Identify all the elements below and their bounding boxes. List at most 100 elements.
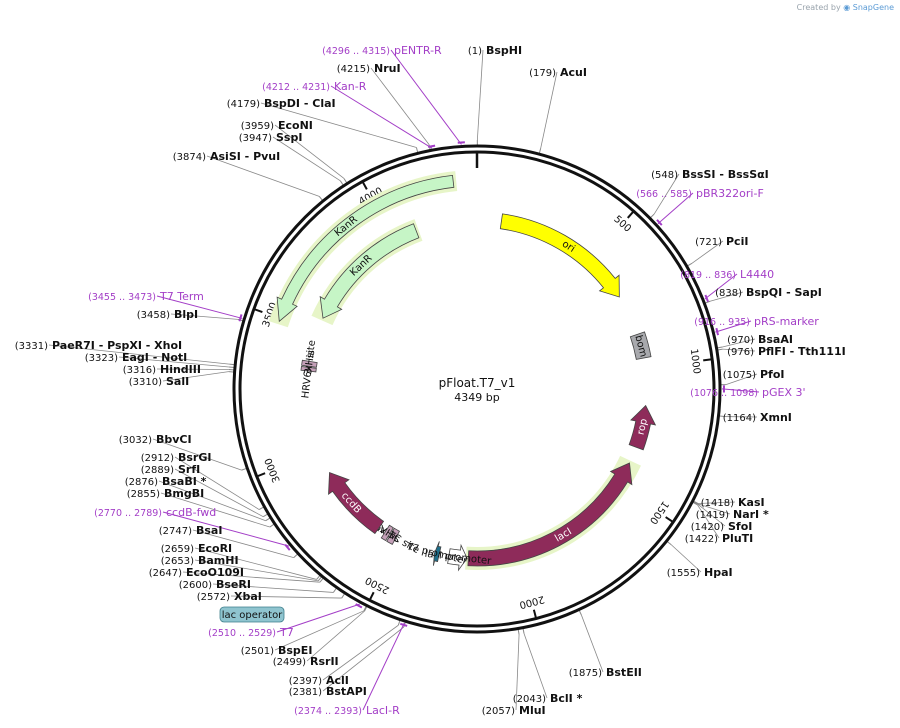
tick-label: 1000 bbox=[688, 348, 702, 375]
primer-binding-mark bbox=[715, 327, 720, 336]
site-name: MluI bbox=[519, 704, 546, 717]
primer-leader bbox=[657, 192, 694, 225]
restriction-site-srfi: (2889)SrfI bbox=[141, 463, 201, 476]
restriction-site-sspi: (3947)SspI bbox=[239, 131, 303, 144]
site-position: (1555) bbox=[667, 568, 700, 579]
restriction-site-hindiii: (3316)HindIII bbox=[123, 363, 201, 376]
restriction-site-bsssi: (548)BssSI - BssSαI bbox=[651, 168, 769, 181]
tick-mark bbox=[703, 358, 713, 362]
leader-line bbox=[581, 614, 604, 673]
leader-line bbox=[152, 438, 242, 471]
site-position: (838) bbox=[715, 288, 742, 299]
site-position: (1164) bbox=[723, 413, 756, 424]
site-name: HindIII bbox=[160, 363, 201, 376]
restriction-site-pfoi: (1075)PfoI bbox=[723, 368, 785, 381]
restriction-site-mlui: (2057)MluI bbox=[482, 704, 546, 717]
tick-mark bbox=[665, 516, 674, 523]
site-position: (1875) bbox=[569, 668, 602, 679]
leader-line bbox=[697, 503, 726, 527]
backbone-outer-strand bbox=[232, 144, 722, 634]
site-position: (4215) bbox=[337, 64, 370, 75]
site-position: (3959) bbox=[241, 121, 274, 132]
restriction-site-hpai: (1555)HpaI bbox=[667, 566, 733, 579]
restriction-site-bamhi: (2653)BamHI bbox=[161, 554, 239, 567]
tick-label: 1500 bbox=[647, 499, 670, 526]
restriction-site-bsteii: (1875)BstEII bbox=[569, 666, 642, 679]
feature-label: rop bbox=[636, 418, 650, 436]
site-name: PfoI bbox=[760, 368, 785, 381]
site-name: AcuI bbox=[560, 66, 587, 79]
primer-leader bbox=[162, 511, 290, 547]
site-name: XmnI bbox=[760, 411, 792, 424]
feature-label: 6xHis bbox=[302, 349, 317, 378]
site-position: (2381) bbox=[289, 687, 322, 698]
site-position: (4179) bbox=[227, 99, 260, 110]
center-title: pFloat.T7_v1 4349 bp bbox=[439, 376, 516, 404]
leader-line bbox=[709, 291, 744, 302]
feature-arrow bbox=[629, 331, 652, 360]
site-name: BlpI bbox=[174, 308, 198, 321]
credit-brand: SnapGene bbox=[852, 3, 894, 12]
site-name: SalI bbox=[166, 375, 189, 388]
primer-binding-mark bbox=[238, 314, 243, 322]
site-name: EcoRI bbox=[198, 542, 232, 555]
primer-name: pRS-marker bbox=[754, 315, 819, 328]
tick-label: 2500 bbox=[364, 574, 392, 595]
lac-operator-badge-bg bbox=[219, 606, 285, 623]
feature-arrow bbox=[628, 404, 657, 451]
site-position: (3874) bbox=[173, 152, 206, 163]
site-name: RsrII bbox=[310, 655, 339, 668]
leader-line bbox=[515, 634, 520, 711]
primer-position: (4212 .. 4231) bbox=[262, 82, 330, 93]
lac-operator-badge[interactable]: lac operator bbox=[219, 606, 285, 623]
feature-arrow bbox=[499, 213, 620, 298]
restriction-site-econi: (3959)EcoNI bbox=[241, 119, 313, 132]
leader-line bbox=[697, 503, 731, 515]
restriction-site-bsabi: (2876)BsaBI * bbox=[125, 475, 207, 488]
leader-line bbox=[156, 368, 229, 370]
leader-line bbox=[274, 610, 365, 651]
site-position: (1418) bbox=[701, 498, 734, 509]
restriction-site-kasi: (1418)KasI bbox=[701, 496, 765, 509]
primer-name: L4440 bbox=[740, 268, 774, 281]
leader-line bbox=[260, 102, 417, 148]
leader-line bbox=[160, 492, 270, 528]
primer-binding-mark bbox=[400, 622, 408, 627]
site-name: BsaAI bbox=[758, 333, 793, 346]
leader-line bbox=[697, 504, 720, 539]
tick-label: 3000 bbox=[263, 456, 283, 484]
site-position: (2647) bbox=[149, 568, 182, 579]
leader-line bbox=[540, 71, 558, 149]
primer-binding-mark bbox=[704, 294, 709, 302]
site-name: SspI bbox=[276, 131, 302, 144]
restriction-site-bsai: (2747)BsaI bbox=[159, 524, 223, 537]
site-name: BspHI bbox=[486, 44, 522, 57]
feature-label: bom bbox=[632, 334, 648, 358]
primer-leader bbox=[276, 603, 360, 633]
restriction-site-rsrii: (2499)RsrII bbox=[273, 655, 339, 668]
primer-name: LacI-R bbox=[366, 704, 400, 717]
restriction-site-pcii: (721)PciI bbox=[695, 235, 748, 248]
restriction-site-bspei: (2501)BspEI bbox=[241, 644, 313, 657]
restriction-site-ecori: (2659)EcoRI bbox=[161, 542, 232, 555]
primer-leader bbox=[390, 49, 462, 145]
restriction-site-nrui: (4215)NruI bbox=[337, 62, 401, 75]
leader-line bbox=[174, 468, 264, 518]
site-name: BssSI - BssSαI bbox=[682, 168, 769, 181]
feature-arrow bbox=[300, 366, 317, 373]
leader-line bbox=[162, 371, 229, 382]
leader-line bbox=[194, 547, 317, 580]
leader-line bbox=[194, 559, 319, 582]
primer-name: pGEX 3' bbox=[762, 386, 806, 399]
tick-label: 2000 bbox=[518, 593, 545, 610]
snapgene-logo-icon: ◉ bbox=[843, 3, 851, 12]
site-name: NarI * bbox=[733, 508, 769, 521]
leader-line bbox=[182, 571, 320, 583]
primer-kan-r: (4212 .. 4231)Kan-R bbox=[262, 80, 436, 148]
leader-line bbox=[523, 633, 548, 699]
site-position: (970) bbox=[727, 335, 754, 346]
site-position: (2043) bbox=[513, 694, 546, 705]
primer-binding-mark bbox=[355, 603, 363, 609]
site-position: (3310) bbox=[129, 377, 162, 388]
